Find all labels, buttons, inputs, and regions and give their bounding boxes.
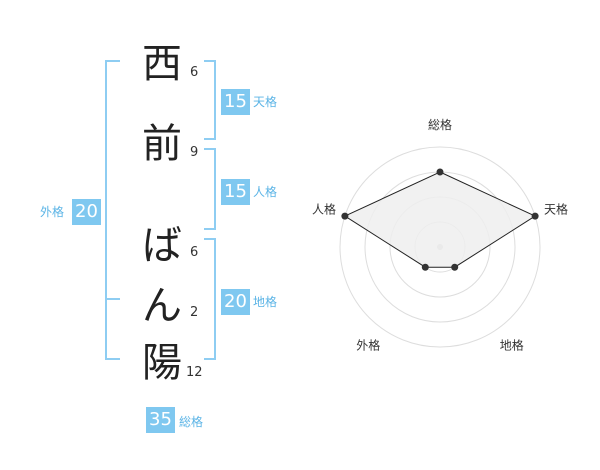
chikaku-bracket xyxy=(204,238,216,360)
jinkaku-label: 人格 xyxy=(253,185,278,199)
name-char-5: 陽 xyxy=(142,340,182,386)
stroke-count-4: 2 xyxy=(190,305,199,320)
soukaku-label: 総格 xyxy=(179,415,204,429)
radar-point-4 xyxy=(421,263,429,271)
chikaku-label: 地格 xyxy=(253,295,278,309)
radar-point-2 xyxy=(531,212,539,220)
name-char-1: 西 xyxy=(142,41,182,87)
chikaku-value: 20 xyxy=(221,289,250,315)
radar-ring xyxy=(339,146,541,348)
tenkaku-bracket xyxy=(204,60,216,140)
tenkaku-label: 天格 xyxy=(253,95,278,109)
name-char-4: ん xyxy=(142,283,182,329)
radar-axis-label-4: 外格 xyxy=(356,338,380,353)
radar-axis-label-2: 天格 xyxy=(544,201,568,216)
radar-point-3 xyxy=(451,263,459,271)
radar-point-5 xyxy=(341,212,349,220)
radar-axis-label-5: 人格 xyxy=(312,201,336,216)
gaikaku-bracket xyxy=(105,60,120,360)
stroke-count-5: 12 xyxy=(186,365,203,380)
jinkaku-value: 15 xyxy=(221,179,250,205)
stroke-count-3: 6 xyxy=(190,245,199,260)
stroke-count-1: 6 xyxy=(190,65,199,80)
tenkaku-value: 15 xyxy=(221,89,250,115)
radar-point-1 xyxy=(436,168,444,176)
radar-axis-label-1: 総格 xyxy=(428,117,452,132)
name-char-2: 前 xyxy=(142,121,182,167)
name-char-3: ば xyxy=(142,223,182,269)
radar-axis-label-3: 地格 xyxy=(500,338,524,353)
stroke-count-2: 9 xyxy=(190,145,199,160)
gaikaku-value: 20 xyxy=(72,199,101,225)
radar-series xyxy=(343,171,537,268)
gaikaku-label: 外格 xyxy=(40,205,65,219)
soukaku-value: 35 xyxy=(146,407,175,433)
gaikaku-bracket-tick xyxy=(105,298,120,300)
jinkaku-bracket xyxy=(204,148,216,230)
